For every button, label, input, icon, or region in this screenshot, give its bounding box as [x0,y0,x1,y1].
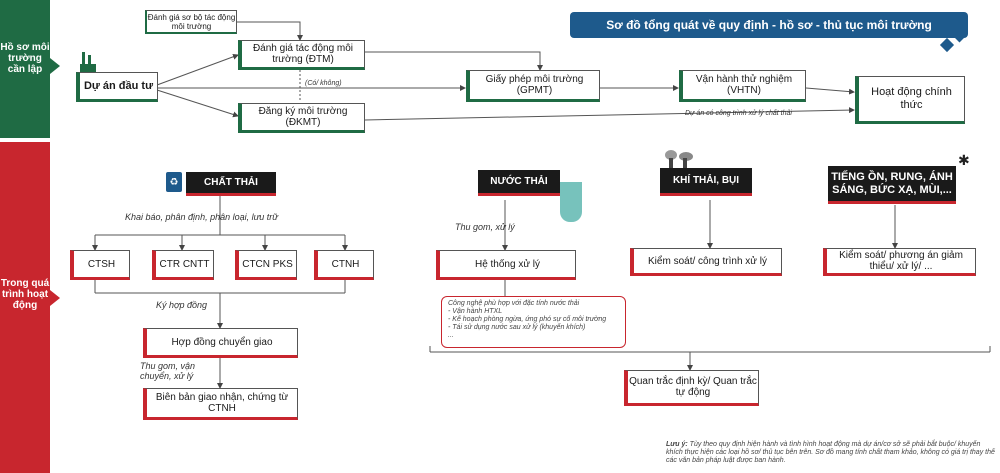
waste-facility-note: Dự án có công trình xử lý chất thải [685,110,792,117]
footnote-label: Lưu ý: [666,441,688,448]
side-bar-operation [0,142,50,473]
side-label-records: Hồ sơ môi trường cần lập [0,42,50,75]
wastewater-header: NƯỚC THẢI [478,170,560,196]
waste-item-ctcn-pks: CTCN PKS [235,250,297,280]
water-details-list: Công nghệ phù hợp với đặc tính nước thải… [441,296,626,348]
water-detail-item: - Tái sử dụng nước sau xử lý (khuyến khí… [448,324,586,331]
sign-contract-label: Ký hợp đồng [156,300,207,310]
water-detail-item: ... [448,332,454,339]
air-control-box: Kiểm soát/ công trình xử lý [630,248,782,276]
project-box: Dự án đầu tư [76,72,158,102]
waste-item-ctsh: CTSH [70,250,130,280]
side-label-operation: Trong quá trình hoạt động [0,278,50,311]
water-detail-item: - Vận hành HTXL [448,308,503,315]
air-emission-header: KHÍ THẢI, BỤI [660,168,752,196]
dkmt-box: Đăng ký môi trường (ĐKMT) [238,103,365,133]
waste-item-ctr-cntt: CTR CNTT [152,250,214,280]
transfer-contract-box: Hợp đồng chuyển giao [143,328,298,358]
noise-control-box: Kiểm soát/ phương án giảm thiểu/ xử lý/ … [823,248,976,276]
pipe-water-icon [560,182,582,222]
noise-icon: ✱ [958,152,970,168]
gpmt-box: Giấy phép môi trường (GPMT) [466,70,600,102]
water-collect-label: Thu gom, xử lý [455,222,515,232]
page-title: Sơ đồ tổng quát về quy định - hồ sơ - th… [570,12,968,38]
side-notch-bottom [50,290,60,306]
footnote-text: Tùy theo quy định hiện hành và tình hình… [666,441,995,464]
water-detail-item: Công nghệ phù hợp với đặc tính nước thải [448,300,580,307]
factory-smoke-icon [663,150,703,168]
official-operation-box: Hoạt động chính thức [855,76,965,124]
footnote: Lưu ý: Tùy theo quy định hiện hành và tì… [666,441,996,465]
water-treatment-system-box: Hệ thống xử lý [436,250,576,280]
solid-declare-label: Khai báo, phân định, phân loại, lưu trữ [125,212,279,222]
water-detail-item: - Kế hoạch phòng ngừa, ứng phó sự cố môi… [448,316,607,323]
handover-record-box: Biên bản giao nhận, chứng từ CTNH [143,388,298,420]
preliminary-assessment-box: Đánh giá sơ bộ tác động môi trường [145,10,237,34]
side-notch-top [50,58,60,74]
vhtn-box: Vận hành thử nghiệm (VHTN) [679,70,806,102]
yes-no-label: (Có/ không) [305,80,342,87]
recycle-bin-icon: ♻ [166,172,182,192]
monitoring-box: Quan trắc định kỳ/ Quan trắc tự động [624,370,759,406]
solid-waste-header: CHẤT THẢI [186,172,276,196]
side-bar-records [0,0,50,138]
dtm-box: Đánh giá tác động môi trường (ĐTM) [238,40,365,70]
collect-transport-label: Thu gom, vận chuyển, xử lý [140,361,196,381]
noise-header: TIẾNG ỒN, RUNG, ÁNH SÁNG, BỨC XẠ, MÙI,..… [828,166,956,204]
factory-icon [80,50,96,72]
waste-item-ctnh: CTNH [314,250,374,280]
